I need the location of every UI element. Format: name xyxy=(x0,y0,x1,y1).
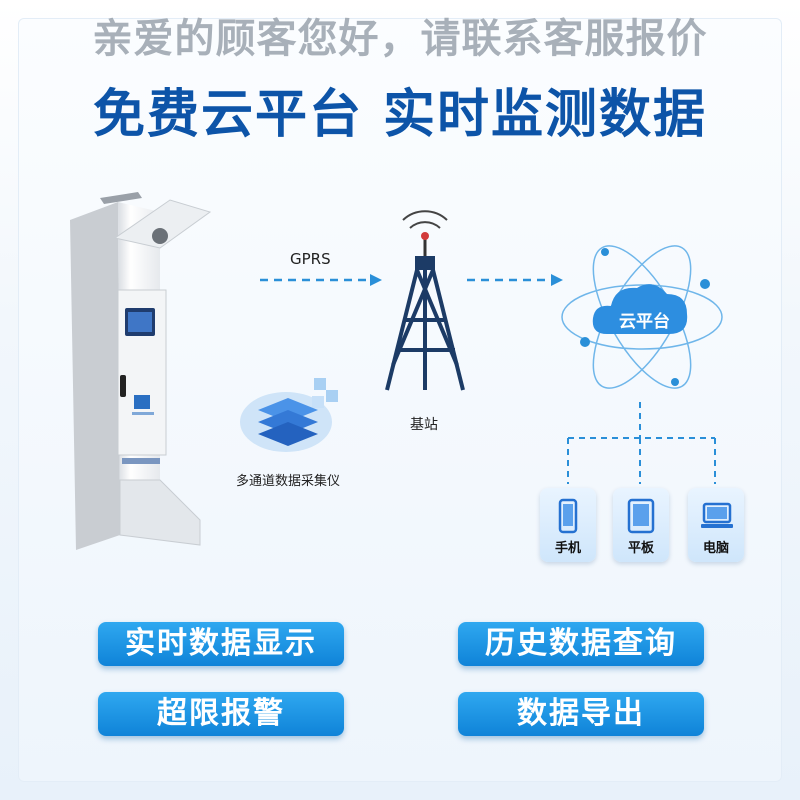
monitor-cabinet-image xyxy=(70,192,212,550)
device-tablet: 平板 xyxy=(613,488,669,562)
cloud-platform-graphic xyxy=(561,245,723,389)
data-layers-icon xyxy=(240,378,338,452)
tower-label: 基站 xyxy=(410,417,438,433)
signal-tower-icon xyxy=(385,210,465,391)
device-tablet-label: 平板 xyxy=(627,541,654,556)
cloud-label: 云平台 xyxy=(619,312,670,332)
collector-label: 多通道数据采集仪 xyxy=(236,474,341,489)
watermark-text: 亲爱的顾客您好，请联系客服报价 xyxy=(92,16,708,62)
gprs-label: GPRS xyxy=(290,250,331,268)
gprs-arrow xyxy=(260,274,382,286)
device-connector xyxy=(567,402,716,484)
phone-icon xyxy=(558,498,578,534)
laptop-icon xyxy=(701,502,733,528)
realtime-display-button[interactable]: 实时数据显示 xyxy=(98,622,344,666)
history-query-button[interactable]: 历史数据查询 xyxy=(458,622,704,666)
data-export-button[interactable]: 数据导出 xyxy=(458,692,704,736)
cloud-arrow xyxy=(467,274,563,286)
device-laptop: 电脑 xyxy=(688,488,744,562)
device-phone: 手机 xyxy=(540,488,596,562)
device-laptop-label: 电脑 xyxy=(702,541,729,556)
headline: 免费云平台 实时监测数据 xyxy=(92,85,708,145)
tablet-icon xyxy=(627,498,655,534)
limit-alarm-button[interactable]: 超限报警 xyxy=(98,692,344,736)
device-phone-label: 手机 xyxy=(554,541,581,556)
